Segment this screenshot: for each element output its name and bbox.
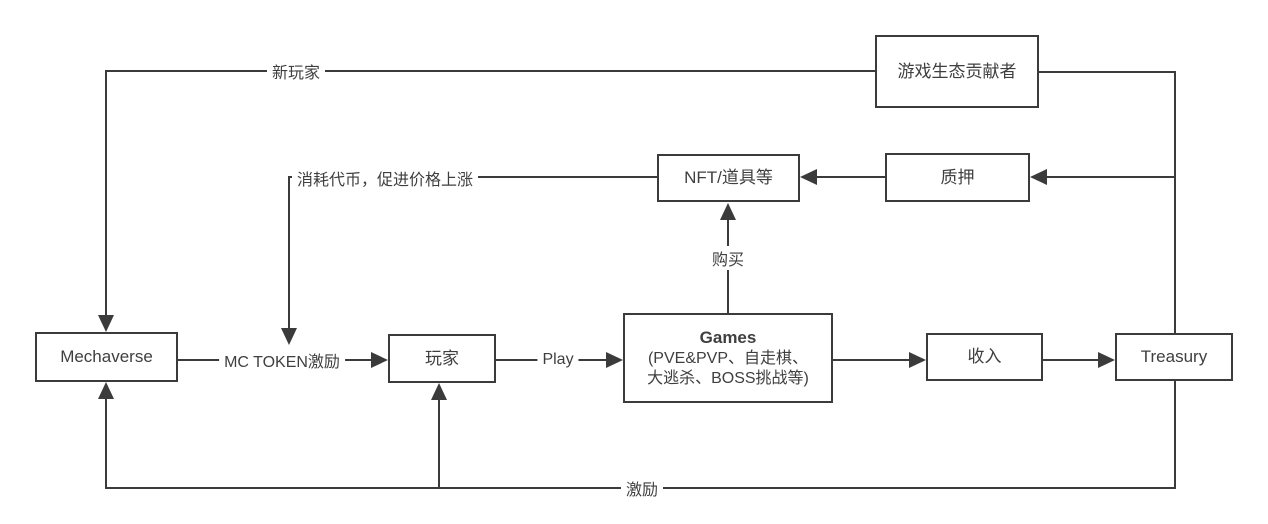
- edge-stake-to-nft-line: [817, 176, 885, 178]
- edge-treasury-bottom-vertical-line: [1174, 381, 1176, 488]
- edge-label-burn-token: 消耗代币，促进价格上涨: [291, 166, 479, 190]
- node-player: 玩家: [388, 334, 496, 383]
- arrowhead-burn-token-down: [281, 328, 297, 345]
- node-treasury-label: Treasury: [1140, 347, 1208, 367]
- arrowhead-into-income-left: [909, 352, 926, 368]
- node-ecosystem-contributor: 游戏生态贡献者: [875, 35, 1039, 108]
- edge-right-vertical-to-stake-line: [1047, 176, 1175, 178]
- node-stake-label: 质押: [940, 167, 975, 187]
- node-ecosystem-contributor-label: 游戏生态贡献者: [897, 61, 1017, 81]
- arrowhead-into-games-left: [606, 352, 623, 368]
- node-games-title: Games: [699, 328, 757, 348]
- arrowhead-into-treasury-left: [1098, 352, 1115, 368]
- arrowhead-into-mechaverse-bottom: [98, 382, 114, 399]
- edge-burn-token-vertical-line: [288, 176, 290, 328]
- edge-label-buy: 购买: [706, 246, 750, 270]
- arrowhead-into-player-bottom: [431, 383, 447, 400]
- node-treasury: Treasury: [1115, 333, 1233, 381]
- edge-label-mc-token-incentive: MC TOKEN激励: [219, 348, 345, 372]
- node-mechaverse: Mechaverse: [35, 332, 178, 382]
- node-income-label: 收入: [967, 347, 1002, 367]
- edge-contributor-to-mechaverse-top-line: [105, 70, 875, 72]
- edge-bottom-to-mechaverse-vertical-line: [105, 399, 107, 488]
- edge-label-play: Play: [537, 351, 579, 369]
- arrowhead-into-nft-bottom: [720, 203, 736, 220]
- node-games-subline-1: (PVE&PVP、自走棋、: [647, 349, 809, 367]
- node-nft-items: NFT/道具等: [657, 154, 800, 202]
- edge-contributor-right-line: [1039, 71, 1175, 73]
- node-games-subline-2: 大逃杀、BOSS挑战等): [647, 369, 809, 387]
- arrowhead-into-nft-right: [800, 169, 817, 185]
- edge-bottom-to-player-vertical-line: [438, 400, 440, 488]
- edge-newplayer-left-vertical-line: [105, 70, 107, 316]
- node-games: Games (PVE&PVP、自走棋、 大逃杀、BOSS挑战等): [623, 313, 833, 403]
- node-income: 收入: [926, 333, 1043, 381]
- edge-games-to-income-line: [833, 359, 909, 361]
- node-stake: 质押: [885, 153, 1030, 202]
- node-player-label: 玩家: [425, 348, 459, 368]
- arrowhead-into-player-left: [371, 352, 388, 368]
- node-mechaverse-label: Mechaverse: [60, 347, 153, 367]
- arrowhead-into-mechaverse-top: [98, 315, 114, 332]
- edge-income-to-treasury-line: [1043, 359, 1098, 361]
- edge-right-vertical-to-treasury-line: [1174, 71, 1176, 333]
- node-nft-items-label: NFT/道具等: [684, 168, 773, 188]
- arrowhead-into-stake-right: [1030, 169, 1047, 185]
- edge-label-new-player: 新玩家: [266, 59, 326, 83]
- edge-label-incentive: 激励: [620, 476, 664, 500]
